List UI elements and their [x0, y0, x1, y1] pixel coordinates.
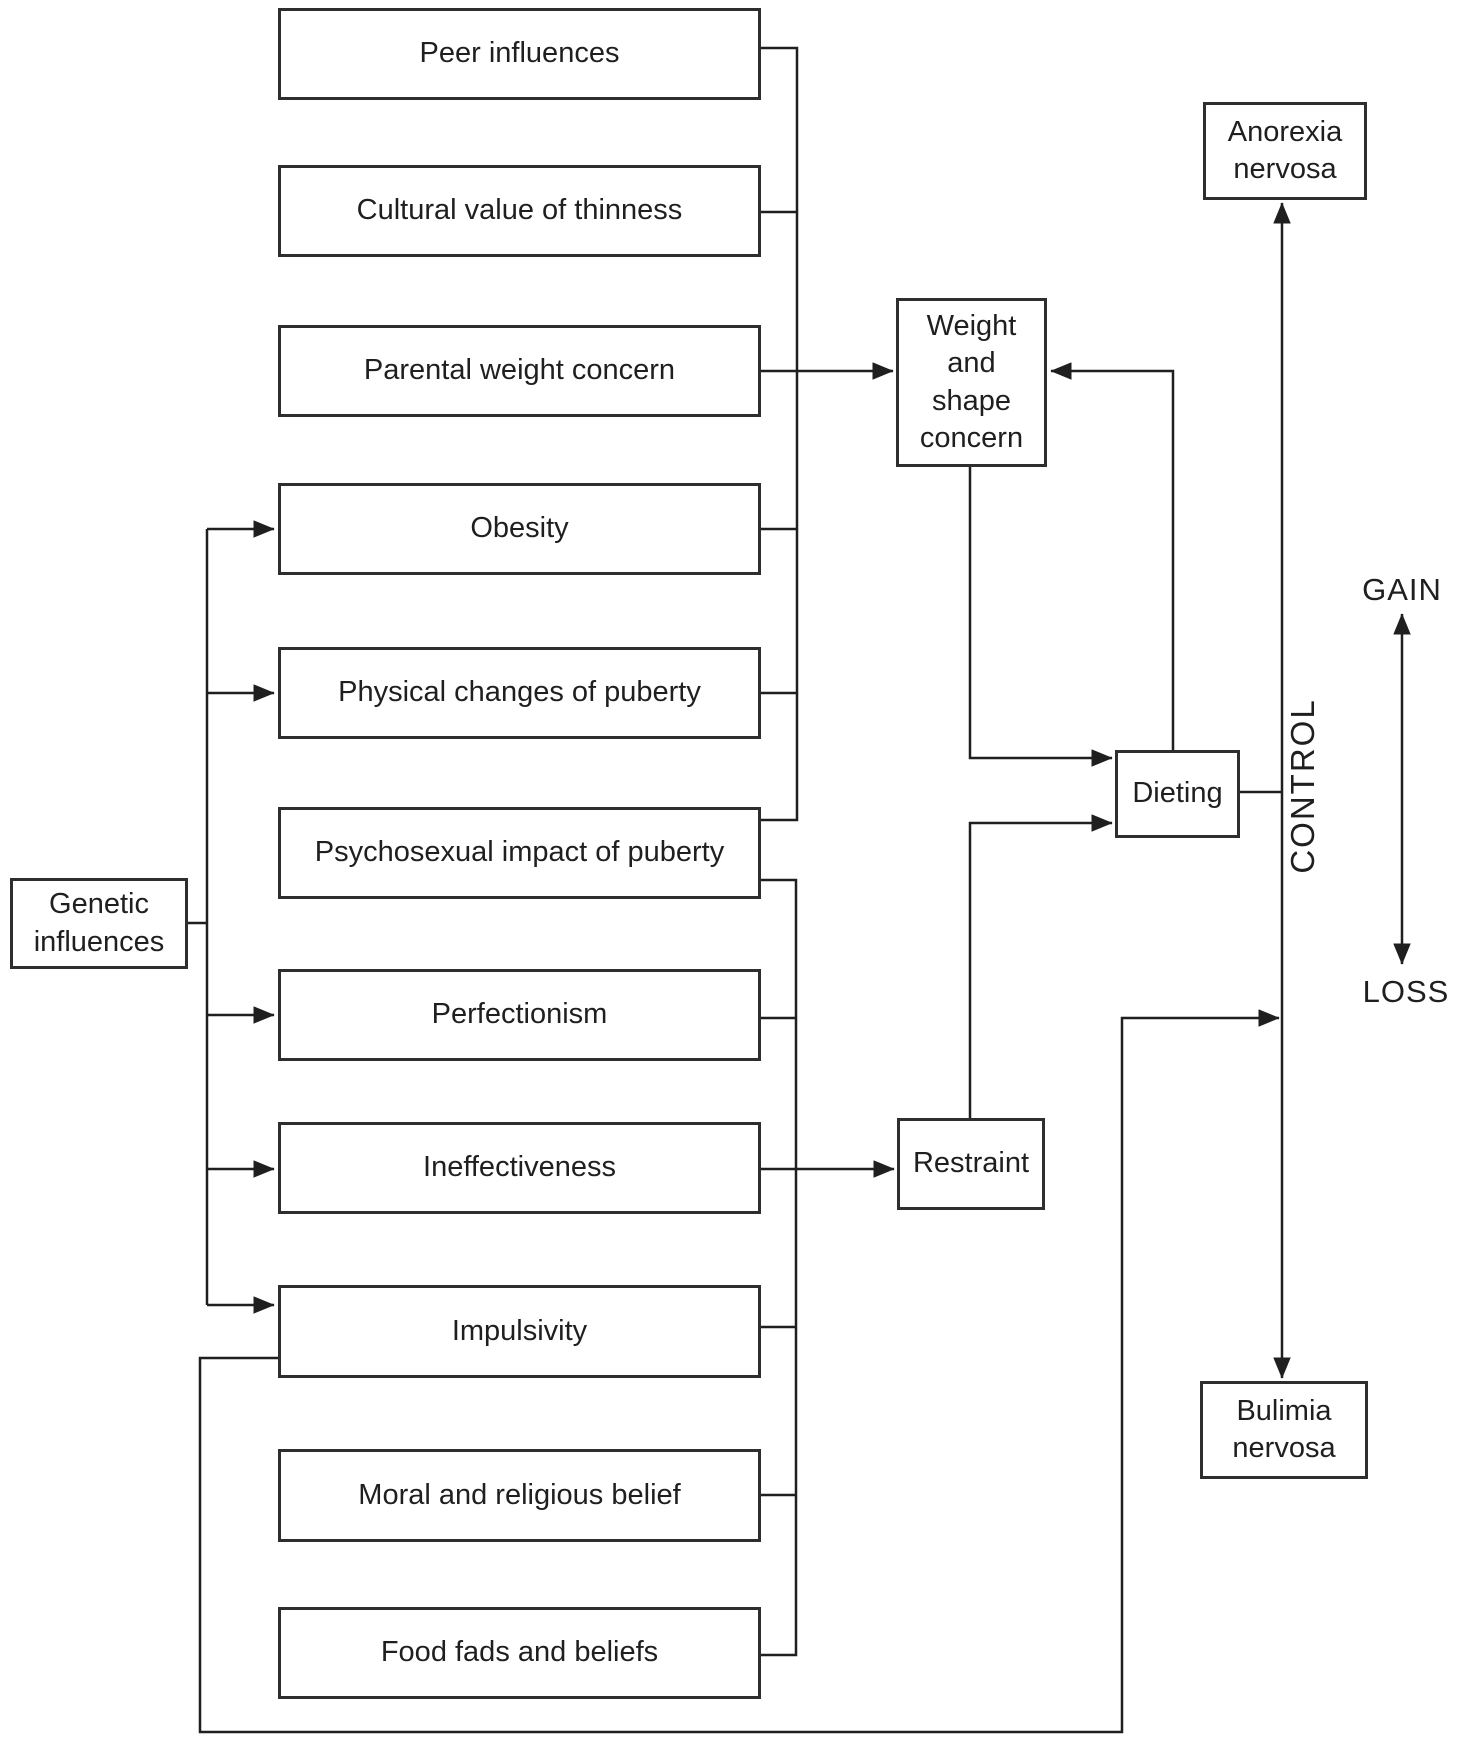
node-peer-influences: Peer influences	[278, 8, 761, 100]
loss-label: LOSS	[1362, 974, 1450, 1009]
node-anorexia-nervosa: Anorexia nervosa	[1203, 102, 1367, 200]
edge-impulsivity-to-control	[198, 1009, 1280, 1734]
node-dieting: Dieting	[1115, 750, 1240, 838]
node-genetic-influences: Genetic influences	[10, 878, 188, 969]
edge-restraint-to-dieting	[968, 814, 1113, 1118]
edge-group1-collector	[761, 46, 799, 822]
node-cultural-value-of-thinness: Cultural value of thinness	[278, 165, 761, 257]
node-ineffectiveness: Ineffectiveness	[278, 1122, 761, 1214]
node-parental-weight-concern: Parental weight concern	[278, 325, 761, 417]
node-weight-and-shape-concern: Weight and shape concern	[896, 298, 1047, 467]
edge-group2-collector	[761, 878, 798, 1657]
node-physical-changes-of-puberty: Physical changes of puberty	[278, 647, 761, 739]
node-perfectionism: Perfectionism	[278, 969, 761, 1061]
node-psychosexual-impact-of-puberty: Psychosexual impact of puberty	[278, 807, 761, 899]
gain-label: GAIN	[1362, 572, 1442, 607]
node-impulsivity: Impulsivity	[278, 1285, 761, 1378]
edge-dieting-to-weight	[1050, 362, 1175, 750]
node-obesity: Obesity	[278, 483, 761, 575]
node-food-fads-and-beliefs: Food fads and beliefs	[278, 1607, 761, 1699]
control-label: CONTROL	[1284, 698, 1321, 874]
edge-weight-to-dieting	[968, 467, 1113, 767]
node-restraint: Restraint	[897, 1118, 1045, 1210]
node-moral-and-religious-belief: Moral and religious belief	[278, 1449, 761, 1542]
node-bulimia-nervosa: Bulimia nervosa	[1200, 1381, 1368, 1479]
